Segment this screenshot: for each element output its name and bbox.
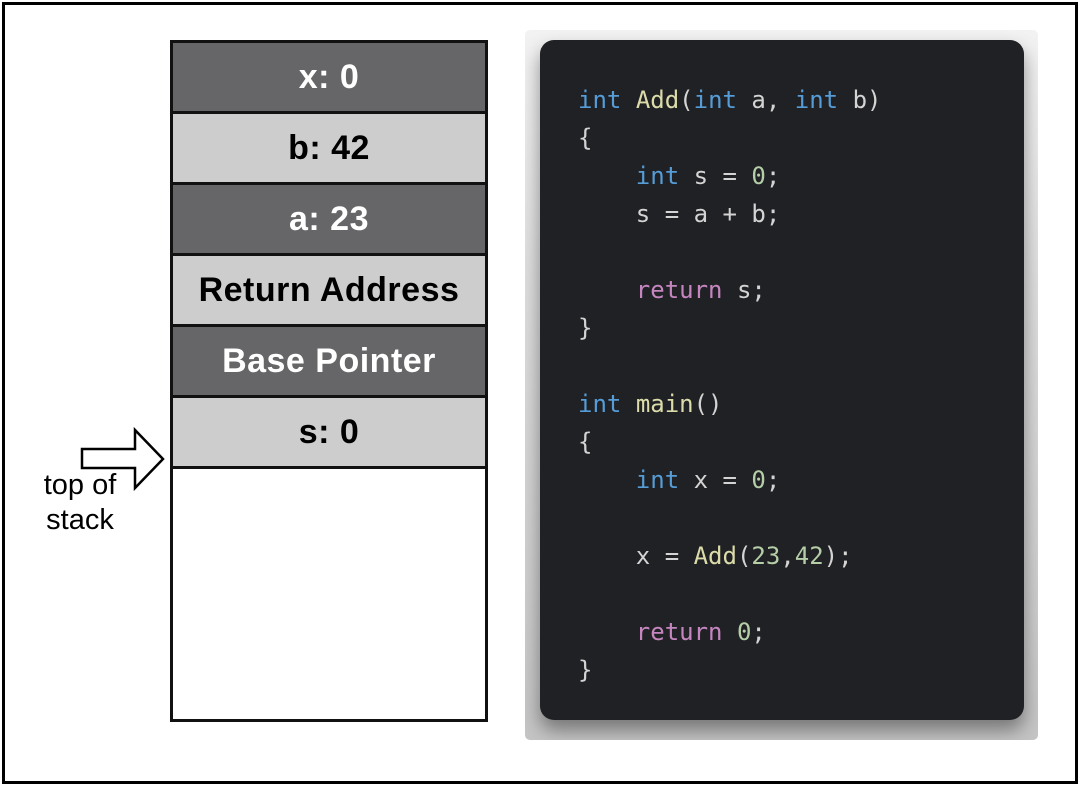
stack-cell: a: 23 <box>173 185 485 256</box>
code-token-control: return <box>635 276 723 304</box>
stack-cell: Base Pointer <box>173 327 485 398</box>
stack-cell: Return Address <box>173 256 485 327</box>
code-token-plain: b) <box>838 86 882 114</box>
code-token-function: Add <box>693 542 737 570</box>
code-token-plain <box>723 618 737 646</box>
code-token-plain: ; <box>765 162 781 190</box>
code-token-plain <box>621 390 635 418</box>
code-line: return 0; <box>578 618 766 646</box>
code-line: int x = 0; <box>578 466 781 494</box>
stack-cell: x: 0 <box>173 43 485 114</box>
code-line: { <box>578 428 592 456</box>
code-token-plain: s = <box>679 162 752 190</box>
code-token-keyword: int <box>578 86 622 114</box>
code-token-plain: x = <box>679 466 752 494</box>
code-token-plain: } <box>578 314 593 342</box>
code-token-plain <box>578 618 636 646</box>
code-token-keyword: int <box>693 86 737 114</box>
code-token-plain: { <box>578 124 593 152</box>
code-editor-content: int Add(int a, int b) { int s = 0; s = a… <box>540 40 1024 709</box>
code-token-plain: { <box>578 428 593 456</box>
code-panel: int Add(int a, int b) { int s = 0; s = a… <box>540 40 1024 720</box>
code-token-plain: ( <box>679 86 694 114</box>
code-token-plain: ); <box>823 542 853 570</box>
code-token-plain: () <box>693 390 723 418</box>
code-token-number: 0 <box>736 618 752 646</box>
code-token-number: 23 <box>751 542 781 570</box>
code-line: { <box>578 124 592 152</box>
code-line: } <box>578 656 592 684</box>
code-token-number: 0 <box>751 466 766 494</box>
code-line: } <box>578 314 592 342</box>
code-token-number: 42 <box>794 542 824 570</box>
code-token-plain: ; <box>751 618 766 646</box>
code-line: return s; <box>578 276 766 304</box>
stack-cell-empty <box>173 469 485 719</box>
code-token-plain: , <box>780 542 795 570</box>
code-token-control: return <box>635 618 723 646</box>
code-token-plain: s; <box>722 276 766 304</box>
code-token-keyword: int <box>635 162 680 190</box>
top-of-stack-label-line2: stack <box>46 504 114 536</box>
code-token-plain: ; <box>765 466 781 494</box>
code-line: int Add(int a, int b) <box>578 86 882 114</box>
code-token-plain: a, <box>736 86 795 114</box>
stack-cell: b: 42 <box>173 114 485 185</box>
code-token-plain: } <box>578 656 593 684</box>
top-of-stack-label: top of stack <box>26 468 134 538</box>
code-token-number: 0 <box>751 162 766 190</box>
code-line: s = a + b; <box>578 200 781 228</box>
code-token-function: main <box>635 390 694 418</box>
code-token-keyword: int <box>578 390 622 418</box>
code-token-function: Add <box>635 86 680 114</box>
code-token-plain: s = a + b; <box>578 200 781 228</box>
code-line: x = Add(23,42); <box>578 542 853 570</box>
code-token-keyword: int <box>794 86 839 114</box>
code-token-plain: ( <box>736 542 752 570</box>
code-card: int Add(int a, int b) { int s = 0; s = a… <box>525 30 1038 740</box>
code-token-keyword: int <box>635 466 680 494</box>
top-of-stack-label-line1: top of <box>43 469 117 501</box>
code-token-plain <box>578 276 636 304</box>
top-of-stack-arrow-icon <box>80 426 165 492</box>
code-token-plain <box>621 86 635 114</box>
code-line: int main() <box>578 390 723 418</box>
stack-cell: s: 0 <box>173 398 485 469</box>
code-token-plain: x = <box>578 542 694 570</box>
code-token-plain <box>578 466 636 494</box>
code-line: int s = 0; <box>578 162 781 190</box>
code-token-plain <box>578 162 636 190</box>
